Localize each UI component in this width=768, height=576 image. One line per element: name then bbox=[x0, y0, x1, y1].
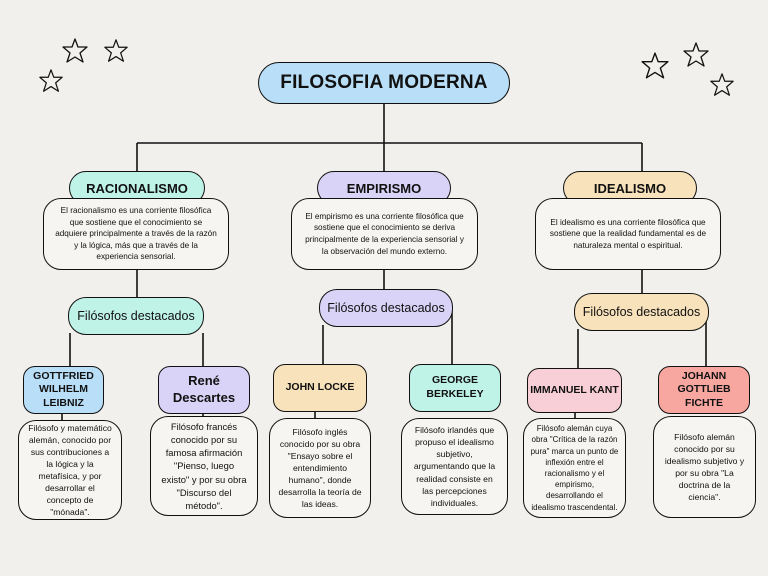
highlight-empirismo: Filósofos destacados bbox=[319, 289, 453, 327]
star-icon bbox=[62, 38, 88, 63]
description-racionalismo: El racionalismo es una corriente filosóf… bbox=[43, 198, 229, 270]
description-idealismo: El idealismo es una corriente filosófica… bbox=[535, 198, 721, 270]
star-icon bbox=[39, 69, 63, 92]
philosopher-description-kant: Filósofo alemán cuya obra "Crítica de la… bbox=[523, 418, 626, 518]
philosopher-locke: JOHN LOCKE bbox=[273, 364, 367, 412]
philosopher-description-fichte: Filósofo alemán conocido por su idealism… bbox=[653, 416, 756, 518]
highlight-idealismo: Filósofos destacados bbox=[574, 293, 709, 331]
philosopher-leibniz: GOTTFRIED WILHELM LEIBNIZ bbox=[23, 366, 104, 414]
central-topic: FILOSOFIA MODERNA bbox=[258, 62, 510, 104]
philosopher-description-leibniz: Filósofo y matemático alemán, conocido p… bbox=[18, 420, 122, 520]
philosopher-berkeley: GEORGE BERKELEY bbox=[409, 364, 501, 412]
star-icon bbox=[683, 42, 709, 67]
philosopher-descartes: René Descartes bbox=[158, 366, 250, 414]
philosopher-description-berkeley: Filósofo irlandés que propuso el idealis… bbox=[401, 418, 508, 515]
star-icon bbox=[641, 52, 669, 79]
philosopher-kant: IMMANUEL KANT bbox=[527, 368, 622, 413]
description-empirismo: El empirismo es una corriente filosófica… bbox=[291, 198, 478, 270]
philosopher-description-descartes: Filósofo francés conocido por su famosa … bbox=[150, 416, 258, 516]
philosopher-fichte: JOHANN GOTTLIEB FICHTE bbox=[658, 366, 750, 414]
philosopher-description-locke: Filósofo inglés conocido por su obra "En… bbox=[269, 418, 371, 518]
highlight-racionalismo: Filósofos destacados bbox=[68, 297, 204, 335]
star-icon bbox=[710, 73, 734, 96]
star-icon bbox=[104, 39, 128, 62]
